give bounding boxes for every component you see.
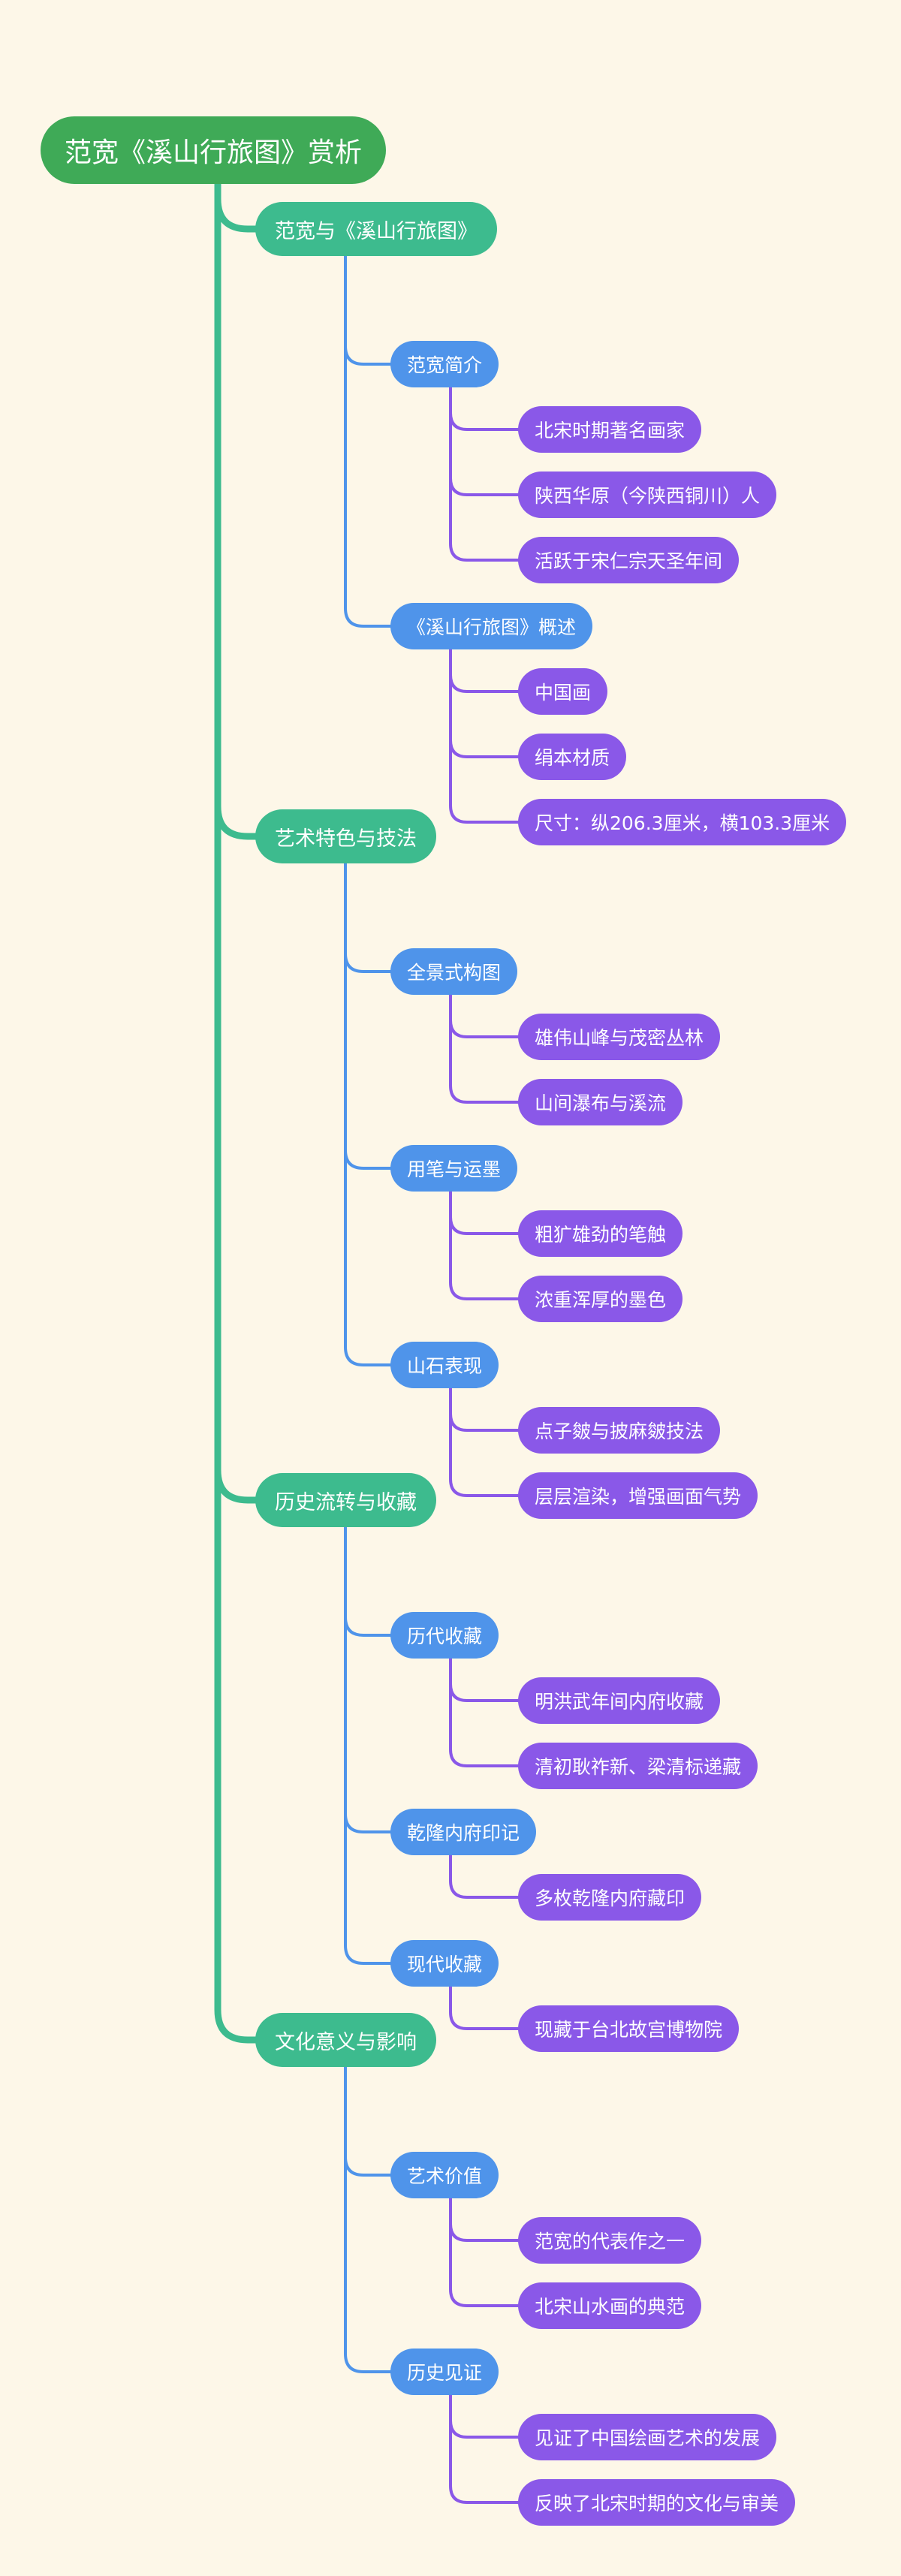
leaf-node[interactable]: 中国画 xyxy=(518,668,608,715)
leaf-node[interactable]: 现藏于台北故宫博物院 xyxy=(518,2005,740,2052)
branch-sub-connector xyxy=(344,1523,395,1965)
sub-branch-node[interactable]: 山石表现 xyxy=(390,1342,499,1388)
sub-leaf-connector xyxy=(449,383,523,562)
leaf-node[interactable]: 山间瀑布与溪流 xyxy=(518,1079,683,1125)
sub-branch-node[interactable]: 乾隆内府印记 xyxy=(390,1809,537,1855)
sub-leaf-connector xyxy=(449,1851,523,1899)
leaf-node[interactable]: 多枚乾隆内府藏印 xyxy=(518,1874,702,1921)
leaf-node[interactable]: 点子皴与披麻皴技法 xyxy=(518,1407,721,1454)
leaf-node[interactable]: 见证了中国绘画艺术的发展 xyxy=(518,2414,777,2460)
leaf-node[interactable]: 北宋山水画的典范 xyxy=(518,2282,702,2329)
sub-branch-node[interactable]: 艺术价值 xyxy=(390,2152,499,2198)
branch-sub-connector xyxy=(344,859,395,1366)
leaf-node[interactable]: 粗犷雄劲的笔触 xyxy=(518,1210,683,1257)
leaf-node[interactable]: 浓重浑厚的墨色 xyxy=(518,1276,683,1322)
sub-leaf-connector xyxy=(449,1384,523,1497)
branch-node[interactable]: 范宽与《溪山行旅图》 xyxy=(255,202,497,256)
sub-branch-node[interactable]: 《溪山行旅图》概述 xyxy=(390,603,593,649)
sub-leaf-connector xyxy=(449,2391,523,2504)
leaf-node[interactable]: 明洪武年间内府收藏 xyxy=(518,1677,721,1724)
sub-leaf-connector xyxy=(449,2194,523,2307)
leaf-node[interactable]: 活跃于宋仁宗天圣年间 xyxy=(518,537,740,583)
sub-branch-node[interactable]: 范宽简介 xyxy=(390,341,499,387)
sub-branch-node[interactable]: 用笔与运墨 xyxy=(390,1145,518,1192)
branch-node[interactable]: 历史流转与收藏 xyxy=(255,1473,436,1527)
sub-leaf-connector xyxy=(449,1187,523,1300)
branch-node[interactable]: 艺术特色与技法 xyxy=(255,809,436,863)
leaf-node[interactable]: 绢本材质 xyxy=(518,734,627,780)
sub-branch-node[interactable]: 全景式构图 xyxy=(390,948,518,995)
root-node[interactable]: 范宽《溪山行旅图》赏析 xyxy=(41,116,387,184)
root-branch-connector xyxy=(214,176,262,2044)
leaf-node[interactable]: 陕西华原（今陕西铜川）人 xyxy=(518,472,777,518)
sub-branch-node[interactable]: 历史见证 xyxy=(390,2349,499,2395)
branch-node[interactable]: 文化意义与影响 xyxy=(255,2013,436,2067)
sub-leaf-connector xyxy=(449,645,523,824)
leaf-node[interactable]: 层层渲染，增强画面气势 xyxy=(518,1472,758,1519)
leaf-node[interactable]: 尺寸：纵206.3厘米，横103.3厘米 xyxy=(518,799,847,845)
sub-leaf-connector xyxy=(449,990,523,1104)
sub-leaf-connector xyxy=(449,1982,523,2030)
sub-branch-node[interactable]: 历代收藏 xyxy=(390,1612,499,1659)
leaf-node[interactable]: 范宽的代表作之一 xyxy=(518,2217,702,2264)
leaf-node[interactable]: 清初耿祚新、梁清标递藏 xyxy=(518,1743,758,1789)
leaf-node[interactable]: 反映了北宋时期的文化与审美 xyxy=(518,2479,796,2526)
branch-sub-connector xyxy=(344,252,395,628)
sub-leaf-connector xyxy=(449,1654,523,1767)
branch-sub-connector xyxy=(344,2062,395,2373)
sub-branch-node[interactable]: 现代收藏 xyxy=(390,1940,499,1987)
leaf-node[interactable]: 北宋时期著名画家 xyxy=(518,406,702,453)
leaf-node[interactable]: 雄伟山峰与茂密丛林 xyxy=(518,1014,721,1060)
